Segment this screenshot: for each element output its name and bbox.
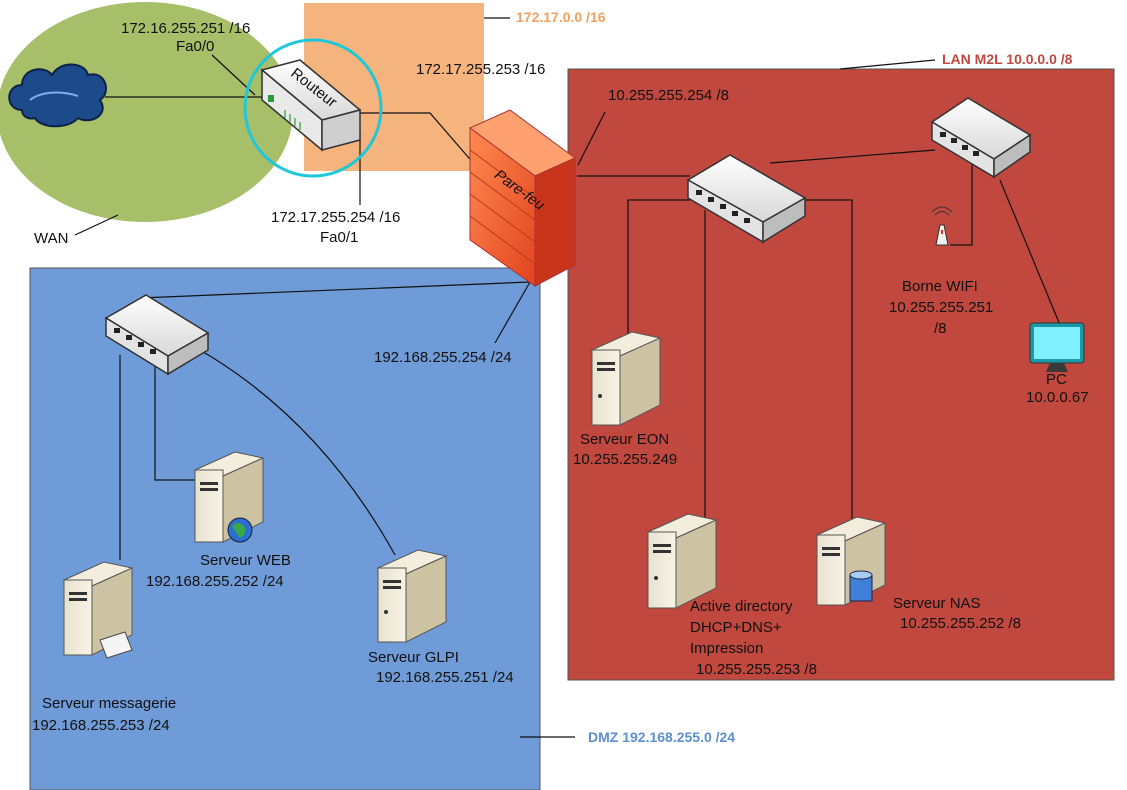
link-router-firewall [345, 112, 476, 166]
dmz-zone [29, 267, 541, 790]
server-web-icon [193, 451, 265, 543]
lan-switch-icon [686, 154, 807, 244]
eon-name: Serveur EON [580, 431, 669, 448]
nas-ip: 10.255.255.252 /8 [900, 615, 1021, 632]
link-switch2-wifi [950, 165, 973, 246]
nas-name: Serveur NAS [893, 595, 981, 612]
pc-ip: 10.0.0.67 [1026, 389, 1089, 406]
pc-name: PC [1046, 371, 1067, 388]
server-eon-icon [590, 331, 662, 426]
web-name: Serveur WEB [200, 552, 291, 569]
link-dmzswitch-glpi [199, 349, 396, 556]
link-switch2-pc [999, 179, 1061, 326]
link-dmzswitch-web [154, 360, 198, 481]
server-glpi-icon [376, 549, 448, 643]
firewall-transit-ip: 172.17.255.253 /16 [416, 61, 545, 78]
router-icon [260, 59, 362, 152]
glpi-ip: 192.168.255.251 /24 [376, 669, 514, 686]
link-firewall-dmz-switch [139, 281, 531, 299]
router-lan-ip: 172.17.255.254 /16 [271, 209, 400, 226]
lan-zone-label: LAN M2L 10.0.0.0 /8 [942, 51, 1073, 67]
wifi-name: Borne WIFI [902, 278, 978, 295]
wifi-access-point-icon [931, 206, 953, 246]
router-lan-if: Fa0/1 [320, 229, 358, 246]
glpi-name: Serveur GLPI [368, 649, 459, 666]
wifi-switch-icon [930, 97, 1032, 179]
link-firewall-dmz-ip [494, 281, 531, 344]
router-wan-ip: 172.16.255.251 /16 [121, 20, 250, 37]
router-wan-if: Fa0/0 [176, 38, 214, 55]
mail-ip: 192.168.255.253 /24 [32, 717, 170, 734]
ad-line3: Impression [690, 640, 763, 657]
wifi-mask: /8 [934, 320, 947, 337]
dmz-switch-icon [104, 294, 210, 376]
firewall-dmz-ip: 192.168.255.254 /24 [374, 349, 512, 366]
link-switch-eon [627, 199, 690, 336]
eon-ip: 10.255.255.249 [573, 451, 677, 468]
server-ad-icon [646, 513, 718, 609]
leader-lan [839, 59, 936, 70]
pc-monitor-icon [1029, 322, 1085, 372]
ad-line2: DHCP+DNS+ [690, 619, 782, 636]
leader-fw-lan [577, 111, 606, 166]
dmz-zone-label: DMZ 192.168.255.0 /24 [588, 729, 735, 745]
cloud-icon [8, 63, 107, 128]
ad-line1: Active directory [690, 598, 793, 615]
wifi-ip: 10.255.255.251 [889, 299, 993, 316]
wan-zone [0, 2, 293, 222]
transit-zone-label: 172.17.0.0 /16 [516, 9, 606, 25]
link-switch-nas [800, 199, 853, 555]
ad-ip: 10.255.255.253 /8 [696, 661, 817, 678]
link-lanswitch-wanswitch [769, 149, 936, 164]
wan-zone-label: WAN [34, 230, 68, 247]
leader-wan [74, 214, 119, 236]
firewall-icon [469, 109, 576, 287]
firewall-lan-ip: 10.255.255.254 /8 [608, 87, 729, 104]
mail-name: Serveur messagerie [42, 695, 176, 712]
server-mail-icon [62, 561, 134, 659]
router-highlight [243, 38, 383, 178]
server-nas-icon [815, 516, 887, 606]
web-ip: 192.168.255.252 /24 [146, 573, 284, 590]
